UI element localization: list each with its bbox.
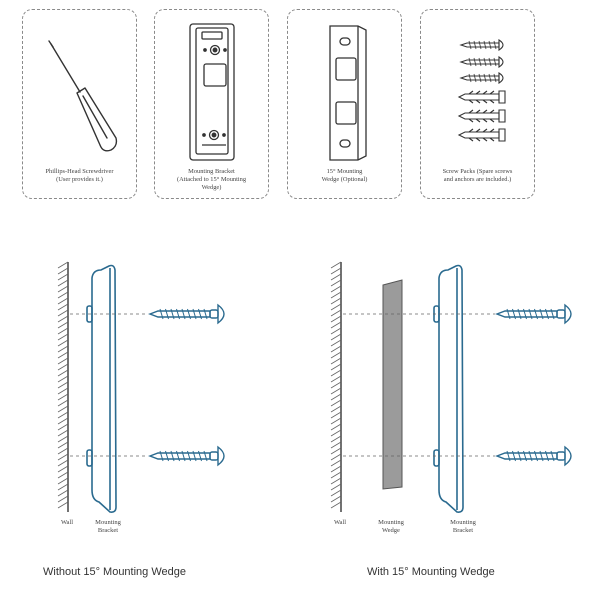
left-screw-top [148, 303, 225, 325]
left-diagram-title: Without 15° Mounting Wedge [43, 566, 186, 578]
wall-anchor-icon [457, 109, 506, 123]
screws-caption: Screw Packs (Spare screws and anchors ar… [442, 168, 513, 183]
right-mounting-wedge [382, 279, 403, 490]
right-screws [495, 303, 572, 467]
screw-icon [459, 56, 504, 68]
left-screw-bottom [148, 445, 225, 467]
mounting-wedge-icon [329, 25, 367, 161]
right-diagram-title: With 15° Mounting Wedge [367, 566, 495, 578]
left-mounting-bracket [86, 264, 117, 513]
bracket-caption: Mounting Bracket (Attached to 15° Mounti… [176, 168, 247, 191]
wedge-caption: 15° Mounting Wedge (Optional) [321, 168, 368, 183]
right-screw-bottom [495, 445, 572, 467]
right-screw-top [495, 303, 572, 325]
right-mounting-bracket [433, 264, 464, 513]
wedge-card: 15° Mounting Wedge (Optional) [287, 9, 402, 199]
left-guide-lines [70, 313, 148, 457]
left-screws [148, 303, 225, 467]
right-wall-label: Wall [333, 519, 347, 526]
right-bracket-label: Mounting Bracket [450, 519, 476, 534]
screw-pack-icon [457, 39, 506, 142]
screwdriver-caption: Phillips-Head Screwdriver (User provides… [45, 168, 114, 183]
mounting-bracket-icon [189, 23, 235, 161]
screw-icon [459, 72, 504, 84]
bracket-card: Mounting Bracket (Attached to 15° Mounti… [154, 9, 269, 199]
screw-icon [459, 39, 504, 51]
wall-anchor-icon [457, 90, 506, 104]
left-bracket-label: Mounting Bracket [95, 519, 121, 534]
wall-anchor-icon [457, 128, 506, 142]
right-guide-lines [343, 313, 495, 457]
left-wall-label: Wall [60, 519, 74, 526]
screwdriver-icon [48, 40, 118, 152]
right-wedge-label: Mounting Wedge [378, 519, 404, 534]
left-wall [57, 261, 69, 512]
screwdriver-card: Phillips-Head Screwdriver (User provides… [22, 9, 137, 199]
screws-card: Screw Packs (Spare screws and anchors ar… [420, 9, 535, 199]
right-wall [330, 261, 342, 512]
